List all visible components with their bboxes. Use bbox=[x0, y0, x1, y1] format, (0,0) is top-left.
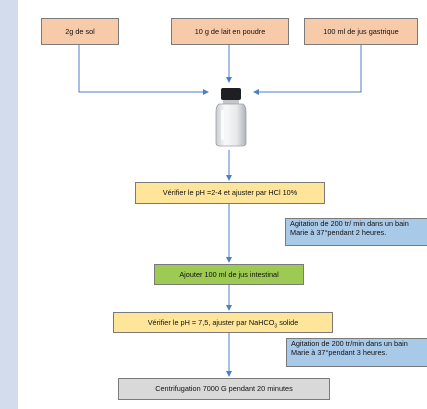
step-box-ph-neutral: Vérifier le pH = 7,5, ajuster par NaHCO3… bbox=[113, 312, 333, 333]
ph-neutral-prefix: Vérifier le pH = 7,5, ajuster par NaHCO bbox=[147, 317, 275, 327]
step-box-jus-intestinal: Ajouter 100 ml de jus intestinal bbox=[154, 264, 304, 285]
step-box-centrifugation: Centrifugation 7000 G pendant 20 minutes bbox=[118, 378, 330, 400]
step-label-jus-intestinal: Ajouter 100 ml de jus intestinal bbox=[179, 269, 279, 279]
input-box-lait: 10 g de lait en poudre bbox=[171, 18, 289, 45]
input-box-jus-gastrique: 100 ml de jus gastrique bbox=[304, 18, 418, 45]
step-label-centrifugation: Centrifugation 7000 G pendant 20 minutes bbox=[155, 384, 293, 394]
note-box-agitation-2: Agitation de 200 tr/min dans un bain Mar… bbox=[286, 338, 427, 367]
ph-neutral-subscript: 3 bbox=[274, 323, 278, 330]
flowchart-canvas: 2g de sol 10 g de lait en poudre 100 ml … bbox=[18, 0, 427, 409]
note-agitation-2-line-2: Marie à 37°pendant 3 heures. bbox=[291, 348, 388, 358]
glass-bottle-icon bbox=[215, 88, 247, 147]
input-label-sol: 2g de sol bbox=[65, 26, 95, 36]
step-label-ph-neutral: Vérifier le pH = 7,5, ajuster par NaHCO3… bbox=[147, 317, 299, 330]
step-label-ph-acid: Vérifier le pH =2-4 et ajuster par HCl 1… bbox=[162, 188, 298, 198]
note-agitation-2-line-1: Agitation de 200 tr/min dans un bain bbox=[291, 339, 408, 348]
arrow-sol-to-bottle bbox=[78, 45, 209, 95]
note-agitation-1-line-2: Marie à 37°pendant 2 heures. bbox=[290, 228, 387, 238]
input-label-jus-gastrique: 100 ml de jus gastrique bbox=[323, 26, 399, 36]
step-box-ph-acid: Vérifier le pH =2-4 et ajuster par HCl 1… bbox=[135, 182, 325, 204]
note-agitation-1-line-1: Agitation de 200 tr/ min dans un bain bbox=[290, 219, 409, 228]
flow-arrows bbox=[78, 45, 362, 377]
input-box-sol: 2g de sol bbox=[41, 18, 119, 45]
arrow-jus-gastrique-to-bottle bbox=[253, 45, 362, 95]
input-label-lait: 10 g de lait en poudre bbox=[194, 26, 266, 36]
ph-neutral-suffix: solide bbox=[277, 317, 299, 327]
note-box-agitation-1: Agitation de 200 tr/ min dans un bain Ma… bbox=[285, 218, 427, 246]
